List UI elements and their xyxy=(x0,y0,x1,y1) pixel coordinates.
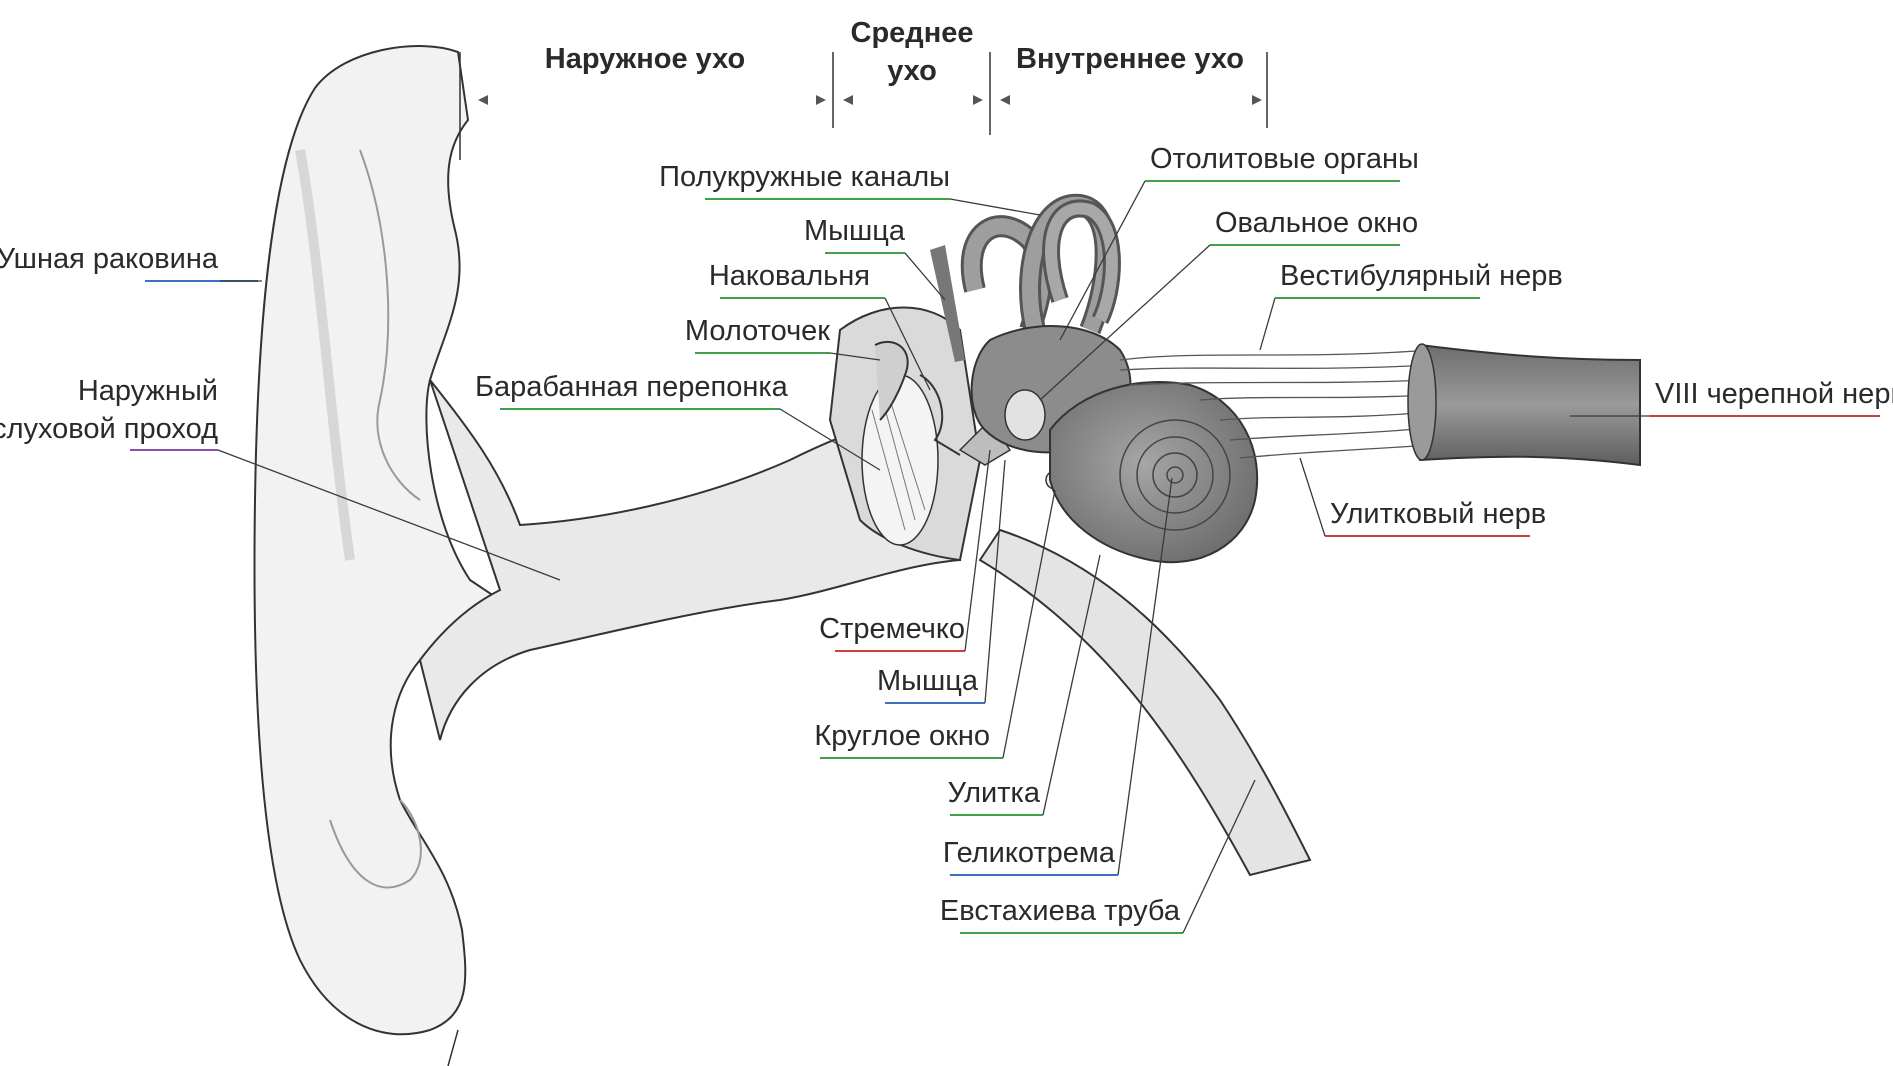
cranial-nerve-label: VIII черепной нерв xyxy=(1655,378,1893,410)
otolith-organs-label: Отолитовые органы xyxy=(1150,143,1419,175)
auricle-shape xyxy=(255,46,500,1066)
section-inner-ear-label: Внутреннее ухо xyxy=(1016,43,1244,75)
section-middle-ear-label-line2: ухо xyxy=(887,55,937,87)
muscle-lower-label: Мышца xyxy=(877,665,979,697)
cochlear-nerve-label: Улитковый нерв xyxy=(1330,498,1546,530)
label-auricle: Ушная раковина xyxy=(0,243,262,281)
semicircular-canals-label: Полукружные каналы xyxy=(659,161,950,193)
oval-window-label: Овальное окно xyxy=(1215,207,1418,239)
stapes-label: Стремечко xyxy=(819,613,965,645)
label-cochlear-nerve: Улитковый нерв xyxy=(1300,458,1546,536)
eardrum-label: Барабанная перепонка xyxy=(475,371,789,403)
vestibular-nerve-label: Вестибулярный нерв xyxy=(1280,260,1563,292)
muscle-upper-label: Мышца xyxy=(804,215,906,247)
section-inner-ear: Внутреннее ухо xyxy=(1000,43,1262,105)
eustachian-tube-shape xyxy=(980,530,1310,875)
eardrum-shape xyxy=(862,375,938,545)
label-semicircular-canals: Полукружные каналы xyxy=(659,161,1040,215)
helicotrema-label: Геликотрема xyxy=(943,837,1116,869)
eustachian-tube-label: Евстахиева труба xyxy=(940,895,1181,927)
cochlea-shape xyxy=(1050,382,1257,562)
auricle-label: Ушная раковина xyxy=(0,243,219,275)
section-outer-ear-label: Наружное ухо xyxy=(545,43,745,75)
ear-canal-label-line1: Наружный xyxy=(78,375,218,407)
semicircular-canals-shape xyxy=(972,205,1112,330)
cochlea-label: Улитка xyxy=(948,777,1041,809)
section-middle-ear: Среднее ухо xyxy=(843,17,983,105)
oval-window-shape xyxy=(1005,390,1045,440)
malleus-label: Молоточек xyxy=(685,315,830,347)
round-window-label: Круглое окно xyxy=(814,720,990,752)
section-outer-ear: Наружное ухо xyxy=(478,43,826,105)
ear-canal-label-line2: слуховой проход xyxy=(0,413,218,445)
section-middle-ear-label-line1: Среднее xyxy=(851,17,974,49)
incus-label: Наковальня xyxy=(709,260,870,292)
label-vestibular-nerve: Вестибулярный нерв xyxy=(1260,260,1563,350)
